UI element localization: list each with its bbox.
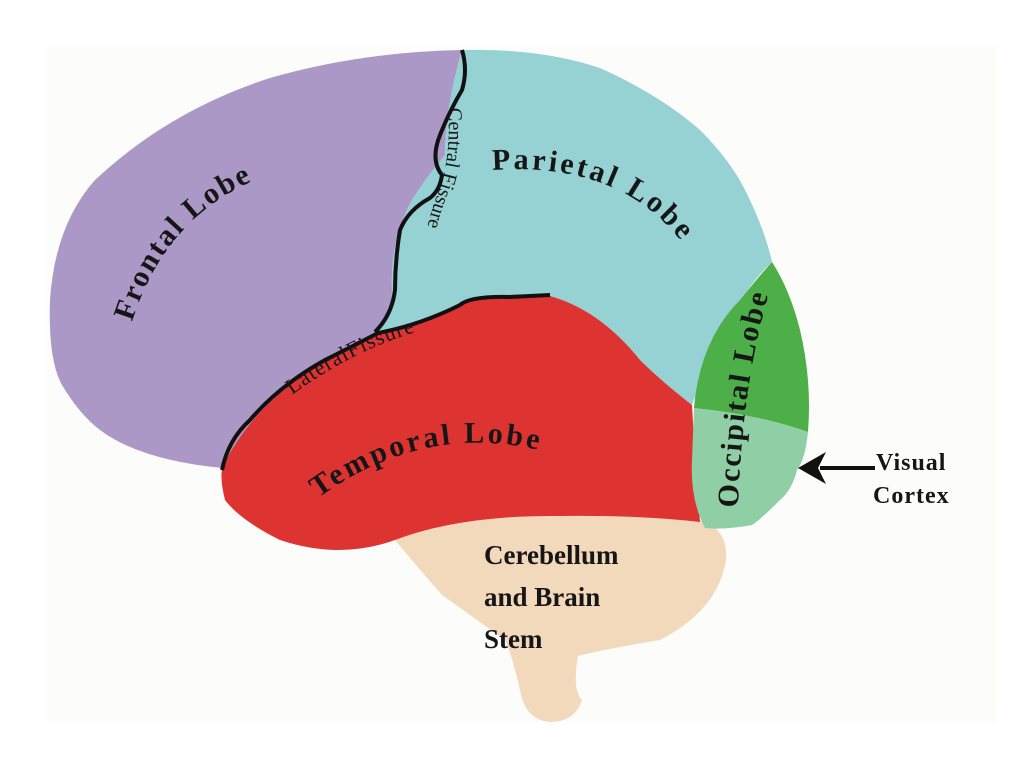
- cerebellum-label-line-2: and Brain: [484, 582, 600, 612]
- visual-cortex-region: [691, 408, 808, 529]
- visual-cortex-arrow: [798, 452, 875, 484]
- central-fissure-line: [373, 49, 467, 334]
- visual-cortex-label-line-2: Cortex: [873, 483, 950, 509]
- cerebellum-label-line-3: Stem: [484, 624, 543, 654]
- occipital-lobe-region: [694, 262, 809, 432]
- temporal-lobe-region: [221, 294, 700, 550]
- visual-cortex-label-line-1: Visual: [876, 450, 946, 476]
- parietal-lobe-region: [375, 49, 772, 406]
- frontal-lobe-region: [49, 50, 462, 468]
- lateral-fissure-line: [220, 293, 551, 471]
- cerebellum-label-line-1: Cerebellum: [484, 540, 619, 570]
- cerebellum-region: [395, 515, 727, 722]
